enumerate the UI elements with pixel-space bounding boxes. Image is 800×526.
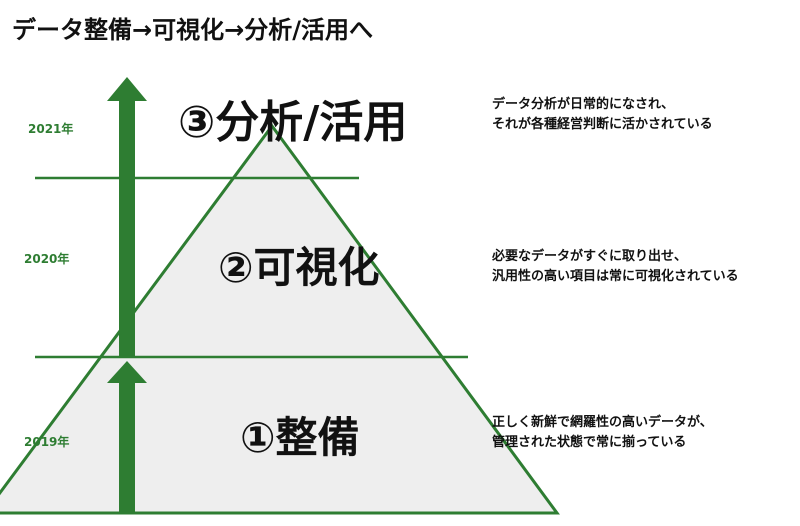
description-line: 必要なデータがすぐに取り出せ、 <box>492 249 688 264</box>
upward-arrow-upper <box>107 77 147 358</box>
description-line: 正しく新鮮で網羅性の高いデータが、 <box>492 415 713 430</box>
description-line: 管理された状態で常に揃っている <box>492 435 687 450</box>
level-description-preparation: 正しく新鮮で網羅性の高いデータが、 管理された状態で常に揃っている <box>492 413 713 453</box>
page-title: データ整備→可視化→分析/活用へ <box>12 16 373 44</box>
description-line: データ分析が日常的になされ、 <box>492 97 675 112</box>
level-description-visualization: 必要なデータがすぐに取り出せ、 汎用性の高い項目は常に可視化されている <box>492 247 739 287</box>
level-label-visualization: ②可視化 <box>218 243 380 292</box>
level-description-analysis: データ分析が日常的になされ、 それが各種経営判断に活かされている <box>492 95 713 135</box>
upward-arrow-lower <box>107 361 147 513</box>
description-line: それが各種経営判断に活かされている <box>492 117 713 132</box>
level-label-analysis: ③分析/活用 <box>178 97 408 148</box>
year-label-2020: 2020年 <box>24 252 70 266</box>
year-label-2019: 2019年 <box>24 435 70 449</box>
level-label-preparation: ①整備 <box>240 413 360 462</box>
description-line: 汎用性の高い項目は常に可視化されている <box>492 269 739 284</box>
year-label-2021: 2021年 <box>28 122 74 136</box>
